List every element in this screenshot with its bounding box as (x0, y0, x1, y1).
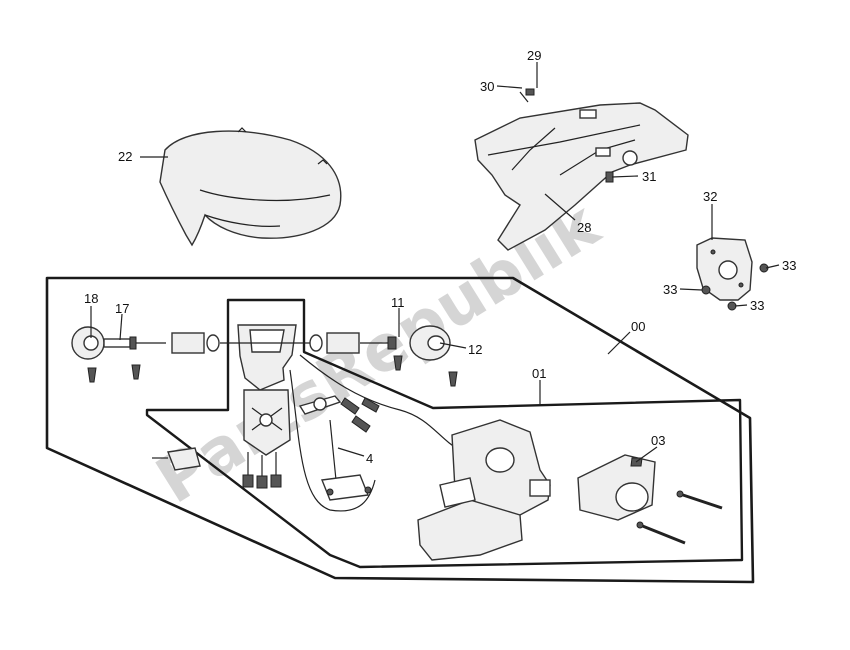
callout-4: 4 (366, 451, 373, 466)
part-17-left-stem[interactable] (103, 332, 220, 380)
callout-33: 33 (663, 282, 677, 297)
part-32-plate[interactable] (696, 237, 753, 301)
part-screws[interactable] (636, 490, 723, 545)
callout-32: 32 (703, 189, 717, 204)
callout-30: 30 (480, 79, 494, 94)
part-12-right-indicator[interactable] (409, 325, 458, 387)
part-29-30-screw[interactable] (519, 88, 535, 103)
part-28-rear-fender[interactable] (474, 102, 689, 251)
part-22-front-cowl[interactable] (159, 127, 342, 247)
part-18-left-indicator[interactable] (71, 326, 105, 383)
callout-17: 17 (115, 301, 129, 316)
watermark: PartsRepublik (144, 187, 613, 518)
callout-11: 11 (391, 295, 405, 310)
wire-harness (220, 342, 461, 512)
callout-33: 33 (750, 298, 764, 313)
callout-31: 31 (642, 169, 656, 184)
callout-28: 28 (577, 220, 591, 235)
part-31-bolt[interactable] (605, 171, 614, 183)
callout-18: 18 (84, 291, 98, 306)
part-connector[interactable] (152, 447, 201, 471)
callout-01: 01 (532, 366, 546, 381)
callout-00: 00 (631, 319, 645, 334)
callout-labels: 29 30 22 31 32 28 33 33 33 18 17 11 12 0… (84, 48, 796, 466)
callout-22: 22 (118, 149, 132, 164)
part-01-license-plate-holder[interactable] (417, 419, 551, 561)
assembly-frame-00 (45, 276, 755, 584)
callout-33: 33 (782, 258, 796, 273)
callout-03: 03 (651, 433, 665, 448)
leader-lines (90, 62, 780, 463)
part-33-nuts[interactable] (701, 263, 769, 311)
watermark-text: PartsRepublik (144, 187, 613, 518)
callout-12: 12 (468, 342, 482, 357)
part-4-hardware[interactable] (298, 395, 380, 501)
part-11-right-stem[interactable] (309, 332, 403, 371)
part-bracket-center[interactable] (237, 324, 297, 489)
callout-29: 29 (527, 48, 541, 63)
part-03-tail-light[interactable] (577, 454, 656, 521)
